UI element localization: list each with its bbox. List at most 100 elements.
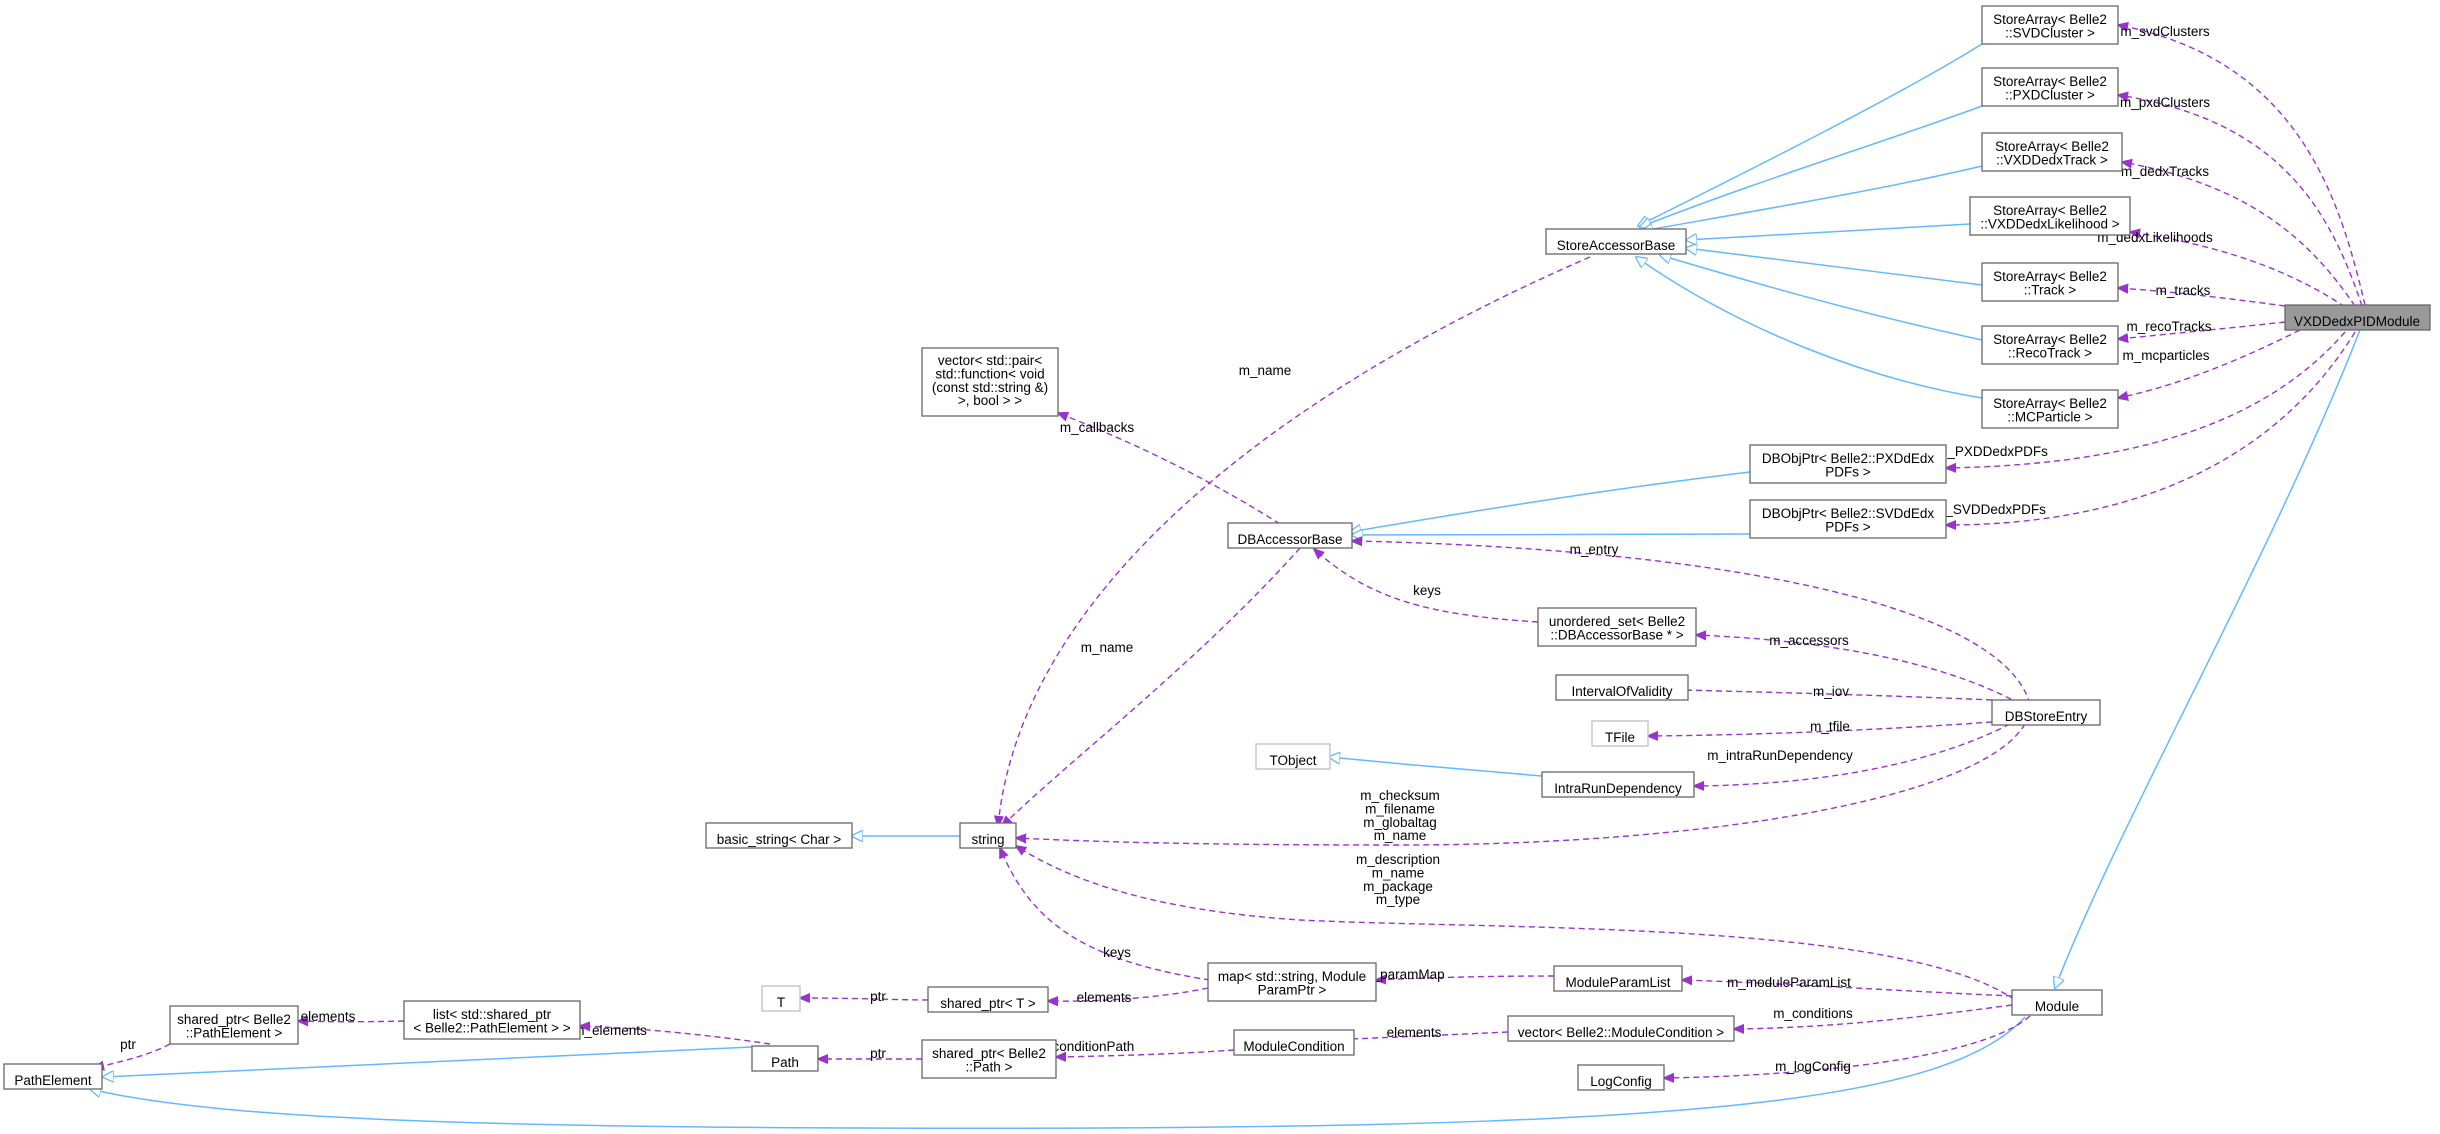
node-vector-pair-callbacks[interactable]: vector< std::pair<std::function< void(co… (921, 347, 1059, 417)
node-list-shared-ptr[interactable]: list< std::shared_ptr< Belle2::PathEleme… (403, 1000, 581, 1040)
node-tfile[interactable]: TFile (1591, 720, 1649, 747)
text-line: m_elements (573, 1023, 647, 1038)
text-line: m_type (1376, 892, 1420, 907)
edge-inherit-dbobj-svd (1352, 534, 1751, 535)
label-elements-map: elements (1077, 990, 1132, 1005)
node-storearray-svdcluster[interactable]: StoreArray< Belle2::SVDCluster > (1981, 5, 2119, 45)
edge-m-elements (580, 1026, 771, 1045)
text-line: Path (771, 1055, 799, 1070)
edge-m-dedxLikelihoods (2130, 232, 2346, 308)
node-intrarundependency[interactable]: IntraRunDependency (1541, 771, 1695, 798)
label-m-callbacks: m_callbacks (1060, 420, 1135, 435)
edge-inherit-module (2055, 329, 2361, 988)
text-line: m_entry (1570, 542, 1619, 557)
node-unordered-set[interactable]: unordered_set< Belle2::DBAccessorBase * … (1537, 607, 1697, 647)
label-m-elements: m_elements (573, 1023, 647, 1038)
text-line: std::function< void (935, 366, 1044, 381)
text-line: ::DBAccessorBase * > (1550, 627, 1683, 642)
svg-text:shared_ptr< Belle2::PathElemen: shared_ptr< Belle2::PathElement > (177, 1012, 291, 1040)
text-line: elements (1387, 1025, 1442, 1040)
text-line: ptr (120, 1037, 136, 1052)
node-storearray-track[interactable]: StoreArray< Belle2::Track > (1981, 262, 2119, 302)
node-module[interactable]: Module (2011, 989, 2103, 1016)
svg-text:basic_string< Char >: basic_string< Char > (717, 832, 842, 847)
text-line: StoreArray< Belle2 (1995, 139, 2109, 154)
node-intervalofvalidity[interactable]: IntervalOfValidity (1555, 674, 1689, 701)
svg-text:ModuleParamList: ModuleParamList (1565, 975, 1670, 990)
text-line: VXDDedxPIDModule (2294, 314, 2420, 329)
node-path[interactable]: Path (751, 1045, 819, 1072)
label-m-dedxTracks: m_dedxTracks (2121, 164, 2209, 179)
text-line: m_conditionPath (1034, 1039, 1135, 1054)
text-line: DBObjPtr< Belle2::SVDdEdx (1762, 506, 1934, 521)
text-line: m_callbacks (1060, 420, 1135, 435)
node-storearray-vxddedxlikelihood[interactable]: StoreArray< Belle2::VXDDedxLikelihood > (1969, 196, 2131, 236)
node-vxddedxpidmodule[interactable]: VXDDedxPIDModule (2284, 304, 2431, 331)
node-shared-ptr-pathelement[interactable]: shared_ptr< Belle2::PathElement > (169, 1005, 299, 1045)
text-line: shared_ptr< Belle2 (177, 1012, 291, 1027)
text-line: ::Path > (966, 1059, 1013, 1074)
edge-inherit-sa-dedxtrack (1642, 165, 1983, 231)
text-line: m_globaltag (1363, 815, 1437, 830)
edge-inherit-sa-mcparticle (1636, 257, 1983, 399)
text-line: StoreArray< Belle2 (1993, 269, 2107, 284)
edge-m-accessors (1696, 635, 2021, 705)
node-shared-ptr-t[interactable]: shared_ptr< T > (927, 986, 1049, 1013)
label-m-entry: m_entry (1570, 542, 1619, 557)
node-dbstoreentry[interactable]: DBStoreEntry (1991, 699, 2101, 726)
node-moduleparamlist[interactable]: ModuleParamList (1553, 965, 1683, 992)
text-line: m_accessors (1769, 633, 1849, 648)
text-line: >, bool > > (958, 393, 1022, 408)
text-line: ptr (870, 989, 886, 1004)
text-line: ModuleParamList (1565, 975, 1670, 990)
edge-inherit-dbobj-pxd (1350, 471, 1751, 532)
node-dbaccessorbase[interactable]: DBAccessorBase (1227, 522, 1353, 549)
text-line: m_checksum (1360, 788, 1440, 803)
node-pathelement[interactable]: PathElement (3, 1063, 103, 1090)
edge-m-paramMap (1376, 976, 1555, 980)
edge-m-PXDDedxPDFs (1946, 331, 2346, 468)
node-t[interactable]: T (761, 985, 801, 1012)
node-logconfig[interactable]: LogConfig (1577, 1064, 1665, 1091)
svg-text:unordered_set< Belle2::DBAcces: unordered_set< Belle2::DBAccessorBase * … (1549, 614, 1685, 642)
label-m-logConfig: m_logConfig (1775, 1059, 1851, 1074)
node-vector-modulecondition[interactable]: vector< Belle2::ModuleCondition > (1507, 1015, 1735, 1042)
node-basic-string[interactable]: basic_string< Char > (705, 822, 853, 849)
node-storeaccessorbase[interactable]: StoreAccessorBase (1545, 228, 1687, 255)
label-m-svdClusters: m_svdClusters (2120, 24, 2210, 39)
node-modulecondition[interactable]: ModuleCondition (1233, 1029, 1355, 1056)
node-storearray-pxdcluster[interactable]: StoreArray< Belle2::PXDCluster > (1981, 67, 2119, 107)
text-line: DBAccessorBase (1237, 532, 1342, 547)
edge-m-intraRunDependency (1694, 723, 2011, 786)
label-keys-db: keys (1413, 583, 1441, 598)
edge-elements-map (1048, 987, 1209, 1001)
label-m-tracks: m_tracks (2156, 283, 2211, 298)
text-line: m_name (1239, 363, 1292, 378)
text-line: ParamPtr > (1258, 982, 1327, 997)
edge-keys-db (1314, 549, 1539, 623)
text-line: ptr (870, 1046, 886, 1061)
edge-inherit-tobject (1329, 757, 1543, 777)
text-line: basic_string< Char > (717, 832, 842, 847)
usage-edges (94, 25, 2366, 1078)
label-m-accessors: m_accessors (1769, 633, 1849, 648)
node-string[interactable]: string (959, 822, 1017, 849)
node-storearray-recotrack[interactable]: StoreArray< Belle2::RecoTrack > (1981, 325, 2119, 365)
text-line: ModuleCondition (1243, 1039, 1344, 1054)
edge-inherit-sa-svd (1638, 43, 1983, 226)
node-tobject[interactable]: TObject (1255, 743, 1331, 770)
node-storearray-vxddedxtrack[interactable]: StoreArray< Belle2::VXDDedxTrack > (1981, 132, 2123, 172)
svg-text:StoreArray< Belle2::SVDCluster: StoreArray< Belle2::SVDCluster > (1993, 12, 2107, 40)
node-storearray-mcparticle[interactable]: StoreArray< Belle2::MCParticle > (1981, 389, 2119, 429)
edge-m-name-sab (998, 256, 1591, 826)
text-line: LogConfig (1590, 1074, 1652, 1089)
text-line: StoreArray< Belle2 (1993, 332, 2107, 347)
node-shared-ptr-path[interactable]: shared_ptr< Belle2::Path > (921, 1039, 1057, 1079)
edge-dbse-string (1016, 723, 2026, 846)
text-line: m_name (1081, 640, 1134, 655)
